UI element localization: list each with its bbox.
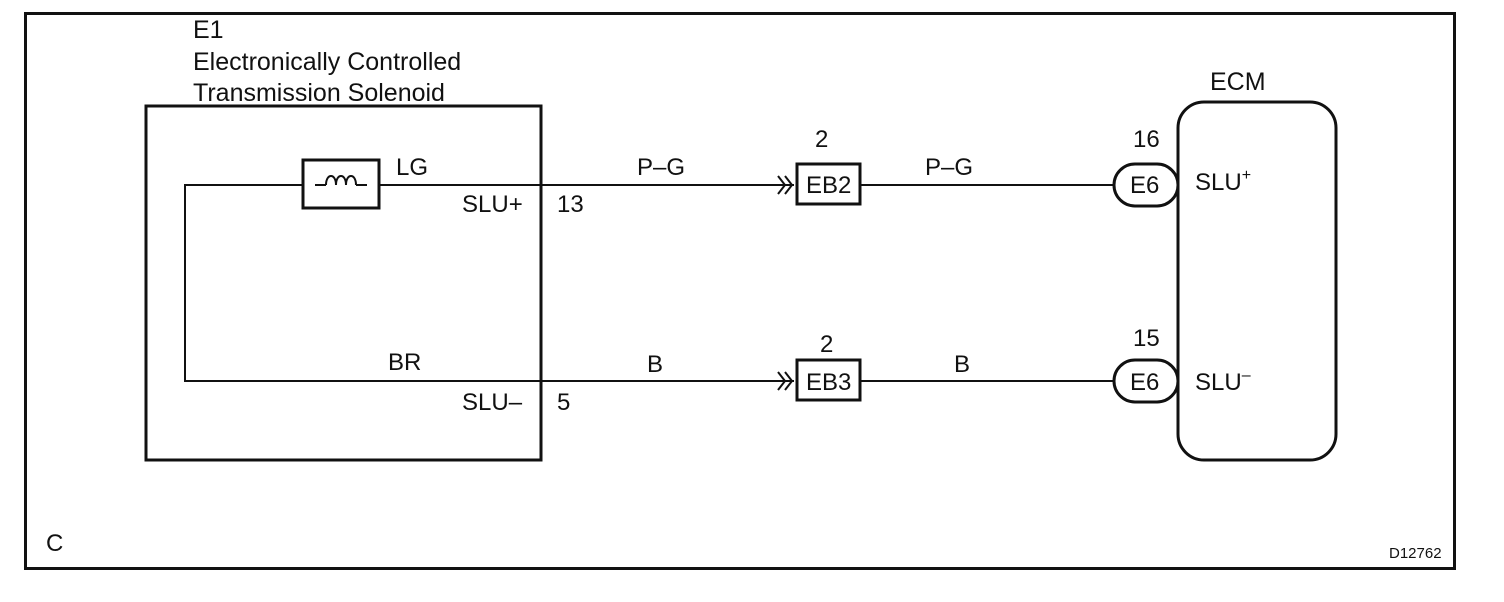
ecm-terminal-slu-minus: SLU–	[1195, 367, 1251, 396]
wire-label-b-left: B	[647, 351, 663, 378]
wire-label-b-right: B	[954, 351, 970, 378]
solenoid-title-line1: Electronically Controlled	[193, 48, 461, 76]
coil-box	[301, 158, 381, 210]
solenoid-title-line2: Transmission Solenoid	[193, 79, 445, 107]
wire-color-lg: LG	[396, 154, 428, 181]
terminal-slu-minus: SLU–	[462, 389, 523, 416]
ecm-box	[1176, 100, 1338, 462]
junction-eb3-pin: 2	[820, 331, 833, 358]
coil-icon	[315, 175, 367, 186]
terminal-slu-plus: SLU+	[462, 191, 523, 218]
wire-label-pg-right: P–G	[925, 154, 973, 181]
ecm-connector-e6-bottom	[1112, 358, 1180, 404]
diagram-id: D12762	[1389, 545, 1442, 562]
ecm-terminal-slu-plus: SLU+	[1195, 167, 1251, 196]
junction-eb2-pin: 2	[815, 126, 828, 153]
ecm-pin-16: 16	[1133, 126, 1160, 153]
solenoid-internal-wire	[184, 184, 541, 382]
wire-color-br: BR	[388, 349, 421, 376]
solenoid-code: E1	[193, 16, 224, 44]
ecm-pin-15: 15	[1133, 325, 1160, 352]
diagram-frame	[24, 12, 1456, 570]
connector-arrow-icon	[777, 175, 794, 195]
ecm-connector-e6-bottom-label: E6	[1130, 369, 1159, 396]
pin-5: 5	[557, 389, 570, 416]
ecm-connector-e6-top-label: E6	[1130, 172, 1159, 199]
junction-eb3-label: EB3	[806, 369, 851, 396]
connector-arrow-icon	[777, 371, 794, 391]
ecm-connector-e6-top	[1112, 162, 1180, 208]
ecm-title: ECM	[1210, 68, 1266, 96]
wire-label-pg-left: P–G	[637, 154, 685, 181]
pin-13: 13	[557, 191, 584, 218]
frame-letter: C	[46, 530, 63, 557]
junction-eb2-label: EB2	[806, 172, 851, 199]
solenoid-box	[144, 104, 543, 462]
